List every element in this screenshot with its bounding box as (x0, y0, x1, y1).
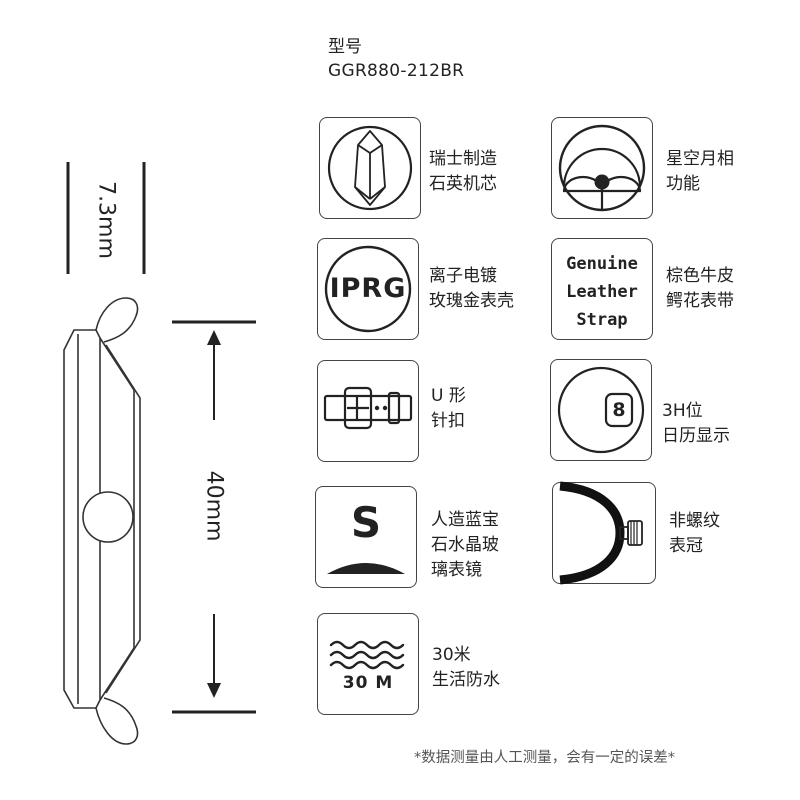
watch-side-profile-icon (63, 162, 256, 745)
sapphire-icon (327, 563, 405, 574)
moon-phase-icon (558, 124, 646, 212)
feature-moon-text: 星空月相 功能 (666, 149, 734, 194)
leather-strap-icon: Genuine Leather Strap (566, 254, 638, 330)
buckle-feature-box (317, 360, 419, 462)
iprg-feature-box (317, 238, 419, 340)
model-label: 型号 (328, 37, 362, 57)
buckle-icon (323, 386, 413, 430)
model-code: GGR880-212BR (328, 61, 465, 81)
feature-buckle-text: U 形 针扣 (431, 386, 466, 431)
feature-quartz-text: 瑞士制造 石英机芯 (429, 149, 497, 194)
quartz-crystal-icon (327, 125, 413, 211)
water-badge-text: 30 M (342, 673, 394, 693)
date-feature-box (550, 359, 652, 461)
thickness-label: 7.3mm (93, 181, 119, 259)
water-resistance-icon (329, 640, 405, 670)
measurement-note: *数据测量由人工测量，会有一定的误差* (414, 750, 675, 766)
feature-water-text: 30米 生活防水 (432, 645, 500, 690)
iprg-icon (324, 245, 412, 333)
feature-date-text: 3H位 日历显示 (662, 401, 730, 446)
feature-sapphire-text: 人造蓝宝 石水晶玻 璃表镜 (431, 510, 499, 580)
date-window-icon (557, 366, 645, 454)
date-badge-text: 8 (612, 399, 626, 421)
sapphire-badge-text: S (350, 498, 382, 547)
iprg-badge-text: IPRG (329, 273, 407, 304)
feature-crown-text: 非螺纹 表冠 (669, 511, 720, 556)
diameter-label: 40mm (201, 470, 227, 542)
feature-strap-text: 棕色牛皮 鳄花表带 (666, 266, 734, 311)
leather-strap-feature-box (551, 238, 653, 340)
feature-iprg-text: 离子电镀 玫瑰金表壳 (429, 266, 514, 311)
crown-icon (559, 481, 643, 585)
